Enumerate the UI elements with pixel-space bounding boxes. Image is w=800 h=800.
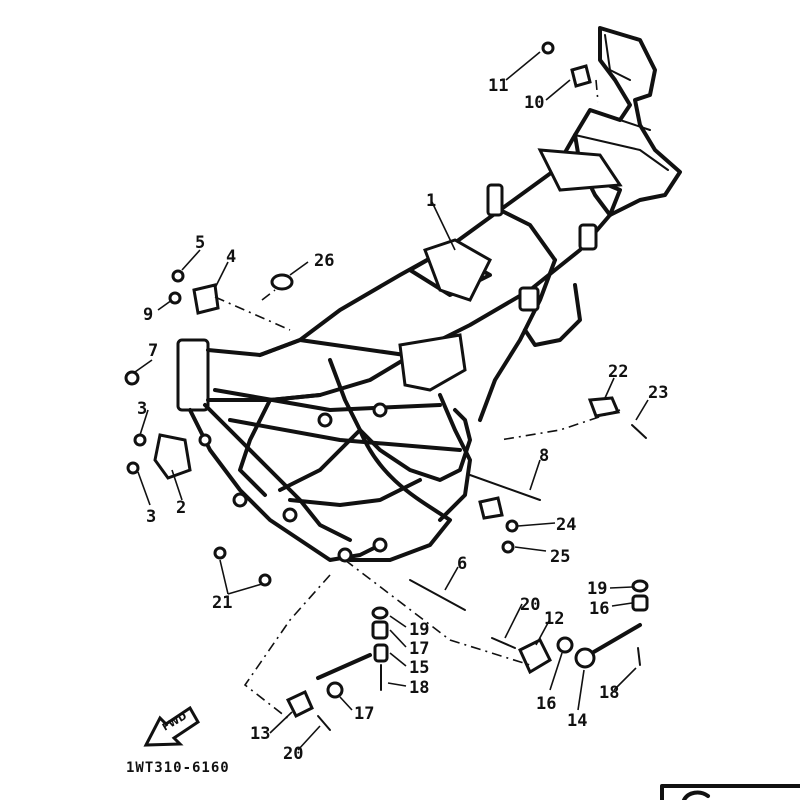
bracket [478, 496, 504, 520]
callout-19: 19 [587, 579, 607, 599]
callout-8: 8 [539, 446, 549, 466]
collar [574, 647, 596, 669]
loose-parts [124, 41, 649, 731]
callout-20: 20 [520, 595, 540, 615]
callout-16: 16 [536, 694, 556, 714]
callout-21: 21 [212, 593, 232, 613]
seat-rail-cross-plate [537, 148, 623, 192]
bolt [317, 715, 331, 731]
bushing [326, 681, 344, 699]
callout-15: 15 [409, 658, 429, 678]
callout-7: 7 [148, 341, 158, 361]
mount-hole [232, 492, 248, 508]
bolt-head [501, 540, 515, 554]
rail-tab [578, 223, 598, 251]
mount-hole [372, 402, 388, 418]
steering-head [176, 338, 210, 412]
bolt-head [126, 461, 140, 475]
forward-arrow: FWD [143, 705, 200, 747]
mount-hole [198, 433, 212, 447]
callout-11: 11 [488, 76, 508, 96]
callout-9: 9 [143, 305, 153, 325]
callout-26: 26 [314, 251, 334, 271]
bolt-head [541, 41, 555, 55]
callout-24: 24 [556, 515, 576, 535]
rail-tab [486, 183, 504, 217]
washer [371, 606, 389, 620]
callout-3: 3 [146, 507, 156, 527]
callout-18: 18 [409, 678, 429, 698]
bolt-head [168, 291, 182, 305]
bracket-plate [192, 283, 220, 315]
upper-cross-plate [423, 238, 492, 302]
callout-labels: 1 2 3 3 4 5 6 7 8 9 10 11 12 13 14 15 16… [137, 76, 668, 764]
callout-10: 10 [524, 93, 544, 113]
bolt-head [213, 546, 227, 560]
long-bolt [409, 579, 466, 611]
mount-hole [317, 412, 333, 428]
side-stand-switch [587, 396, 621, 418]
callout-18: 18 [599, 683, 619, 703]
bushing [371, 620, 389, 640]
frame-assembly [153, 26, 682, 563]
washer [631, 579, 649, 593]
engine-mount-bracket [285, 689, 314, 719]
callout-22: 22 [608, 362, 628, 382]
callout-3: 3 [137, 399, 147, 419]
callout-5: 5 [195, 233, 205, 253]
engine-mount-bracket [518, 637, 552, 675]
bolt [637, 647, 641, 666]
callout-19: 19 [409, 620, 429, 640]
callout-6: 6 [457, 554, 467, 574]
corner-page-marker [660, 784, 800, 800]
callout-12: 12 [544, 609, 564, 629]
callout-2: 2 [176, 498, 186, 518]
long-bolt [469, 474, 541, 501]
callout-25: 25 [550, 547, 570, 567]
callout-17: 17 [409, 639, 429, 659]
nut [124, 370, 140, 386]
bolt-head [171, 269, 185, 283]
center-gusset [398, 333, 467, 392]
bolt [491, 637, 516, 649]
rubber-damper [570, 64, 592, 88]
bolt-head [258, 573, 272, 587]
collar [373, 643, 389, 663]
assembly-lines [214, 79, 621, 721]
callout-16: 16 [589, 599, 609, 619]
callout-1: 1 [426, 191, 436, 211]
bolt-head [133, 433, 147, 447]
rail-tab [518, 286, 540, 312]
bushing [631, 594, 649, 612]
mount-hole [337, 547, 353, 563]
callout-20: 20 [283, 744, 303, 764]
bushing [556, 636, 574, 654]
leader-lines [134, 51, 649, 751]
callout-14: 14 [567, 711, 587, 731]
engine-stay [316, 653, 372, 680]
screw [631, 424, 647, 439]
callout-17: 17 [354, 704, 374, 724]
callout-23: 23 [648, 383, 668, 403]
side-bracket [153, 433, 192, 480]
cap [270, 273, 294, 291]
callout-4: 4 [226, 247, 236, 267]
mount-hole [282, 507, 298, 523]
callout-13: 13 [250, 724, 270, 744]
mount-hole [372, 537, 388, 553]
fwd-arrow-icon [143, 705, 200, 747]
diagram-code: 1WT310-6160 [126, 760, 230, 776]
washer [505, 519, 519, 533]
corner-page-marker-glyph [682, 790, 710, 800]
